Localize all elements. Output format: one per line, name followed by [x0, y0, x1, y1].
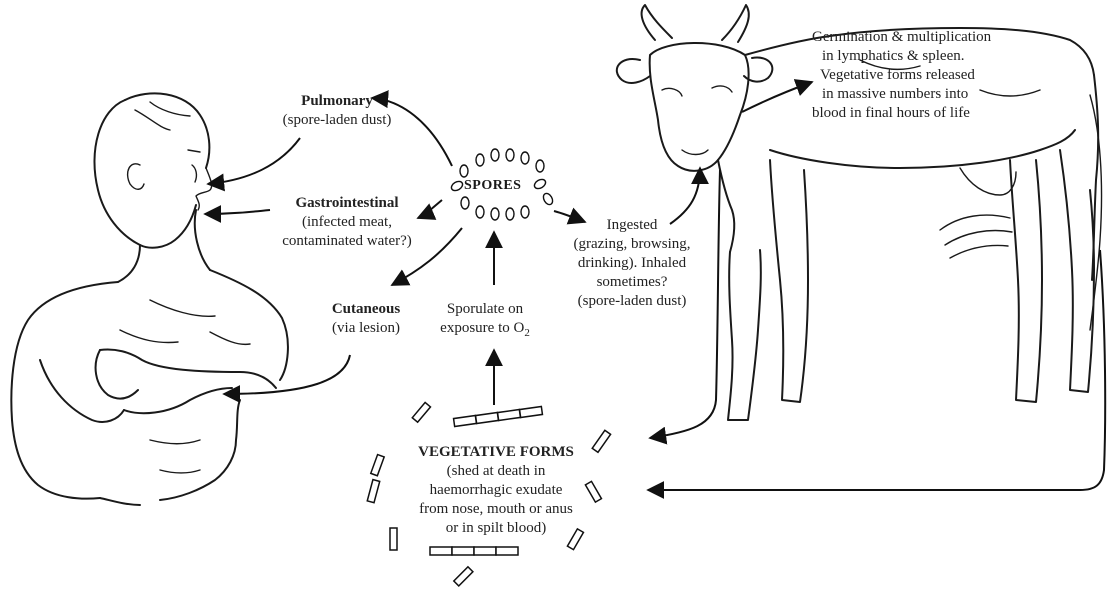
label-sporulate: Sporulate on exposure to O2 — [420, 300, 550, 343]
label-gastro-sub1: (infected meat, — [272, 213, 422, 232]
label-ingested-2: (grazing, browsing, — [556, 235, 708, 254]
label-pulmonary: Pulmonary (spore-laden dust) — [262, 92, 412, 130]
label-ingested-4: sometimes? — [556, 273, 708, 292]
arrow-pulmonary-to-human — [208, 138, 300, 184]
label-vegetative-1: (shed at death in — [396, 462, 596, 481]
arrow-germination-internal — [742, 82, 812, 112]
label-vegetative-3: from nose, mouth or anus — [396, 500, 596, 519]
label-cutaneous: Cutaneous (via lesion) — [318, 300, 414, 338]
label-ingested-5: (spore-laden dust) — [556, 292, 708, 311]
label-sporulate-1: Sporulate on — [420, 300, 550, 319]
label-germination-5: blood in final hours of life — [812, 104, 1042, 123]
label-sporulate-2: exposure to O2 — [420, 319, 550, 343]
label-germination: Germination & multiplication in lymphati… — [812, 28, 1042, 123]
label-cutaneous-sub: (via lesion) — [318, 319, 414, 338]
label-gastro-sub2: contaminated water?) — [272, 232, 422, 251]
human-figure-icon — [11, 93, 288, 505]
label-cutaneous-title: Cutaneous — [318, 300, 414, 319]
label-vegetative: VEGETATIVE FORMS (shed at death in haemo… — [396, 443, 596, 538]
label-germination-4: in massive numbers into — [812, 85, 1042, 104]
label-pulmonary-sub: (spore-laden dust) — [262, 111, 412, 130]
label-ingested: Ingested (grazing, browsing, drinking). … — [556, 216, 708, 311]
arrow-gastro-to-human — [205, 210, 270, 214]
label-gastrointestinal: Gastrointestinal (infected meat, contami… — [272, 194, 422, 251]
label-sporulate-2-text: exposure to O — [440, 320, 524, 336]
label-vegetative-title: VEGETATIVE FORMS — [396, 443, 596, 462]
label-spores: SPORES — [464, 178, 521, 194]
label-germination-2: in lymphatics & spleen. — [812, 47, 1042, 66]
label-vegetative-2: haemorrhagic exudate — [396, 481, 596, 500]
label-gastro-title: Gastrointestinal — [272, 194, 422, 213]
label-germination-1: Germination & multiplication — [812, 28, 1042, 47]
label-pulmonary-title: Pulmonary — [262, 92, 412, 111]
label-ingested-3: drinking). Inhaled — [556, 254, 708, 273]
label-vegetative-4: or in spilt blood) — [396, 519, 596, 538]
label-germination-3: Vegetative forms released — [812, 66, 1042, 85]
label-sporulate-subscript: 2 — [524, 327, 530, 339]
label-ingested-1: Ingested — [556, 216, 708, 235]
